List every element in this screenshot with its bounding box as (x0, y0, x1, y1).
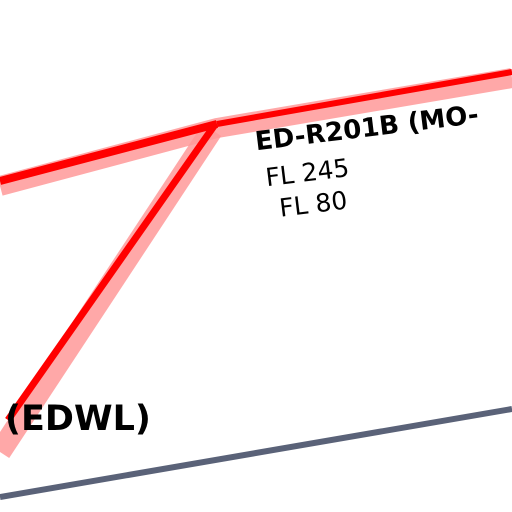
boundary-line (0, 406, 512, 500)
restricted-area-border-diagonal (5, 123, 217, 423)
lower-limit-label: FL 80 (278, 186, 349, 223)
airfield-label: (EDWL) (5, 399, 151, 439)
restricted-area-border-left (0, 120, 219, 185)
restricted-area-border-right (216, 69, 512, 127)
